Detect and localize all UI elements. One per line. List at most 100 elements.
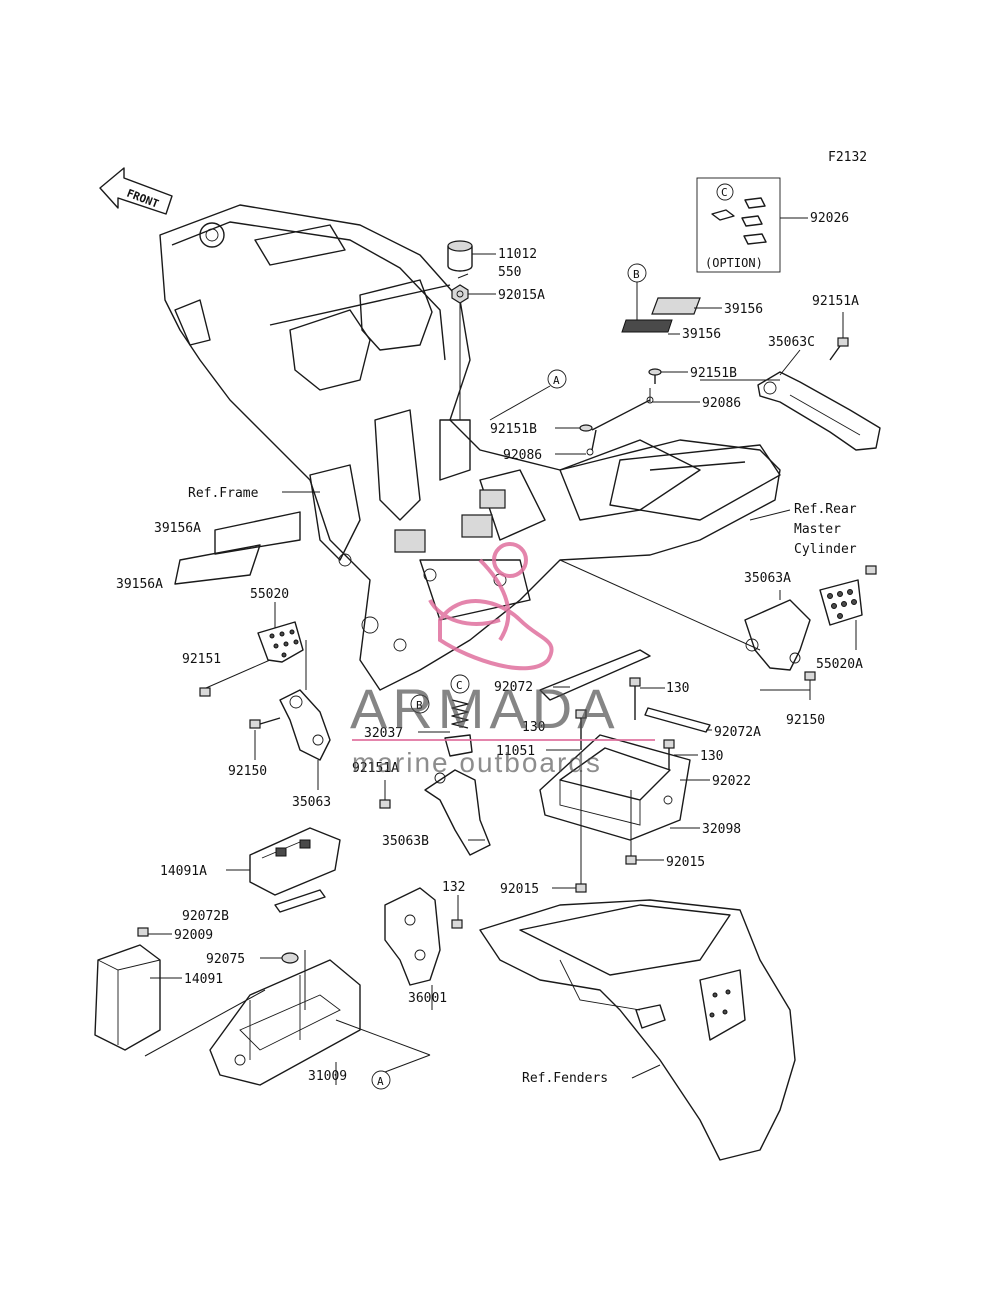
bolt-132 [451,919,463,929]
callout-ref-rear-1: Ref.Rear [794,502,857,517]
bolt-92150-right [804,671,816,681]
cap-11012 [447,240,473,272]
callout-39156-a: 39156 [724,302,763,317]
callout-92150-left: 92150 [228,764,267,779]
callout-92151A-top: 92151A [812,294,859,309]
sheet-39156A-top [214,511,301,555]
strap-92072A [644,707,711,733]
callout-130-a: 130 [666,681,689,696]
callout-92022: 92022 [712,774,751,789]
bolt-92150-left [249,717,281,729]
callout-39156A-2: 39156A [116,577,163,592]
callout-92086-right: 92086 [702,396,741,411]
callout-35063B: 35063B [382,834,429,849]
marker-a-bottom-label: A [377,1075,384,1088]
callout-35063A: 35063A [744,571,791,586]
marker-b-mid [410,694,430,714]
watermark-logo-icon [428,542,554,671]
callout-92072B: 92072B [182,909,229,924]
callout-130-b: 130 [522,720,545,735]
bolt-92009 [137,927,149,937]
strap-92086-upper [591,399,651,431]
callout-ref-rear-3: Cylinder [794,542,857,557]
option-circle-label: C [721,186,728,199]
footpeg-plate-55020A [819,579,863,626]
front-arrow-icon: FRONT [99,167,173,215]
marker-a-top-label: A [553,374,560,387]
cap-92075 [281,952,299,964]
frame-illustration [159,204,781,691]
nut-92015-left [575,883,587,893]
pad-39156-bottom [621,319,673,333]
callout-11012: 11012 [498,247,537,262]
callout-39156-b: 39156 [682,327,721,342]
bracket-35063C [757,371,881,451]
callout-55020: 55020 [250,587,289,602]
spring-bracket [444,734,473,757]
callout-92009: 92009 [174,928,213,943]
bolt-right-top [865,565,877,575]
marker-b-top-label: B [633,268,640,281]
callout-92026: 92026 [810,211,849,226]
watermark-brand: ARMADA [350,677,620,740]
watermark: ARMADA marine outboards [350,542,655,778]
callout-ref-frame: Ref.Frame [188,486,259,501]
bolt-130-b [575,709,587,750]
callout-14091: 14091 [184,972,223,987]
callout-92015A: 92015A [498,288,545,303]
bolt-92151 [199,687,211,697]
callout-39156A-1: 39156A [154,521,201,536]
callout-35063: 35063 [292,795,331,810]
bolt-92151A-mid [379,799,391,809]
callout-92086-left: 92086 [503,448,542,463]
callout-11051: 11051 [496,744,535,759]
callout-550: 550 [498,265,521,280]
figure-code: F2132 [828,150,867,165]
callout-92151: 92151 [182,652,221,667]
pad-39156-top [651,297,701,315]
marker-c-mid [450,674,470,694]
callout-31009: 31009 [308,1069,347,1084]
callout-130-c: 130 [700,749,723,764]
callout-ref-rear-2: Master [794,522,841,537]
callout-32037: 32037 [364,726,403,741]
rear-fender-illustration [479,899,796,1161]
strap-92072 [539,649,651,701]
strap-92086-lower [591,429,597,451]
spring-32037 [451,699,469,729]
marker-a-top [547,369,567,389]
callout-36001: 36001 [408,991,447,1006]
callout-92151A-mid: 92151A [352,761,399,776]
bolt-130-c [663,739,675,770]
case-14091 [94,944,161,1051]
cover-14091A [249,827,341,913]
callout-ref-fenders: Ref.Fenders [522,1071,608,1086]
nut-92015-right [625,855,637,865]
marker-c-mid-label: C [456,679,463,692]
bracket-36001 [384,887,441,986]
callout-92151B-left: 92151B [490,422,537,437]
footpeg-plate-55020 [257,621,304,663]
bracket-35063A [744,599,811,671]
callout-92015-right: 92015 [666,855,705,870]
battery-case-32098 [539,734,691,841]
callout-92015-left: 92015 [500,882,539,897]
marker-a-bottom [371,1070,391,1090]
callout-55020A: 55020A [816,657,863,672]
option-box: C (OPTION) [696,177,808,273]
sheet-39156A-bottom [174,544,261,585]
callout-35063C: 35063C [768,335,815,350]
callout-92072A: 92072A [714,725,761,740]
callout-132: 132 [442,880,465,895]
callout-92072: 92072 [494,680,533,695]
callout-92150-right: 92150 [786,713,825,728]
bolt-130-a [629,677,641,720]
bracket-35063B [424,769,491,856]
bolt-92151B-left [579,424,593,432]
callout-14091A: 14091A [160,864,207,879]
bracket-35063 [279,689,331,761]
callout-92151B-top: 92151B [690,366,737,381]
callout-92075: 92075 [206,952,245,967]
